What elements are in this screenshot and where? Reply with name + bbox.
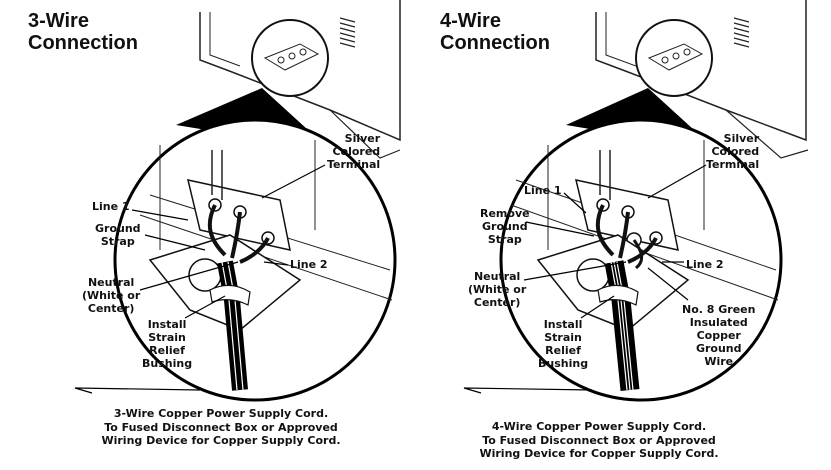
neutral-label: Neutral (White or Center) <box>82 276 140 315</box>
label-line: Wire <box>704 355 734 368</box>
caption-line: To Fused Disconnect Box or Approved <box>482 433 716 447</box>
cord-caption: 3-Wire Copper Power Supply Cord. To Fuse… <box>96 407 346 448</box>
title-line: Connection <box>440 32 550 54</box>
label-line: Ground <box>482 220 528 233</box>
label-line: Install <box>147 318 187 331</box>
caption-line: Wiring Device for Copper Supply Cord. <box>101 434 341 447</box>
panel-3-wire: 3-Wire Connection Silver Colored Termina… <box>0 0 415 470</box>
green-ground-wire-label: No. 8 Green Insulated Copper Ground Wire <box>682 303 755 368</box>
title-line: 3-Wire <box>28 10 89 32</box>
label-line: Install <box>543 318 583 331</box>
remove-ground-strap-label: Remove Ground Strap <box>480 207 530 246</box>
label-line: Center) <box>87 302 135 315</box>
caption-line: Wiring Device for Copper Supply Cord. <box>479 447 719 460</box>
wiring-illustration-3-wire <box>74 0 401 402</box>
caption-line: To Fused Disconnect Box or Approved <box>104 420 338 434</box>
silver-terminal-label: Silver Colored Terminal <box>706 132 759 171</box>
label-line: Line 1 <box>92 200 130 213</box>
caption-line: 4-Wire Copper Power Supply Cord. <box>491 420 707 433</box>
label-line: Colored <box>332 145 381 158</box>
label-line: Line 2 <box>686 258 724 271</box>
line2-label: Line 2 <box>290 258 328 271</box>
label-line: Center) <box>473 296 521 309</box>
panel-4-wire: 4-Wire Connection Silver Colored Termina… <box>416 0 831 470</box>
label-line: (White or <box>468 283 527 296</box>
cord-caption: 4-Wire Copper Power Supply Cord. To Fuse… <box>474 420 724 461</box>
bushing-label: Install Strain Relief Bushing <box>538 318 588 370</box>
label-line: Bushing <box>538 357 589 370</box>
label-line: Copper <box>696 329 741 342</box>
label-line: Relief <box>545 344 581 357</box>
label-line: Terminal <box>706 158 760 171</box>
label-line: Strap <box>487 233 522 246</box>
line1-label: Line 1 <box>92 200 130 213</box>
label-line: Insulated <box>689 316 748 329</box>
label-line: Line 2 <box>290 258 328 271</box>
label-line: Neutral <box>473 270 521 283</box>
label-line: Relief <box>149 344 185 357</box>
silver-terminal-label: Silver Colored Terminal <box>327 132 380 171</box>
wiring-illustration-4-wire <box>463 0 809 402</box>
neutral-label: Neutral (White or Center) <box>468 270 526 309</box>
line1-label: Line 1 <box>524 184 562 197</box>
bushing-label: Install Strain Relief Bushing <box>142 318 192 370</box>
label-line: Colored <box>711 145 760 158</box>
page-title: 4-Wire Connection <box>440 10 550 54</box>
label-line: Remove <box>480 207 530 220</box>
label-line: Bushing <box>142 357 193 370</box>
label-line: Line 1 <box>524 184 562 197</box>
label-line: Strap <box>100 235 135 248</box>
label-line: Neutral <box>87 276 135 289</box>
label-line: Ground <box>95 222 141 235</box>
label-line: No. 8 Green <box>682 303 756 316</box>
label-line: Terminal <box>327 158 381 171</box>
label-line: Strain <box>544 331 582 344</box>
caption-line: 3-Wire Copper Power Supply Cord. <box>113 407 329 420</box>
label-line: Ground <box>695 342 742 355</box>
ground-strap-label: Ground Strap <box>95 222 141 248</box>
label-line: Strain <box>148 331 186 344</box>
label-line: Silver <box>723 132 760 145</box>
label-line: Silver <box>344 132 381 145</box>
title-line: Connection <box>28 32 138 54</box>
label-line: (White or <box>82 289 141 302</box>
title-line: 4-Wire <box>440 10 501 32</box>
line2-label: Line 2 <box>686 258 724 271</box>
page-title: 3-Wire Connection <box>28 10 138 54</box>
